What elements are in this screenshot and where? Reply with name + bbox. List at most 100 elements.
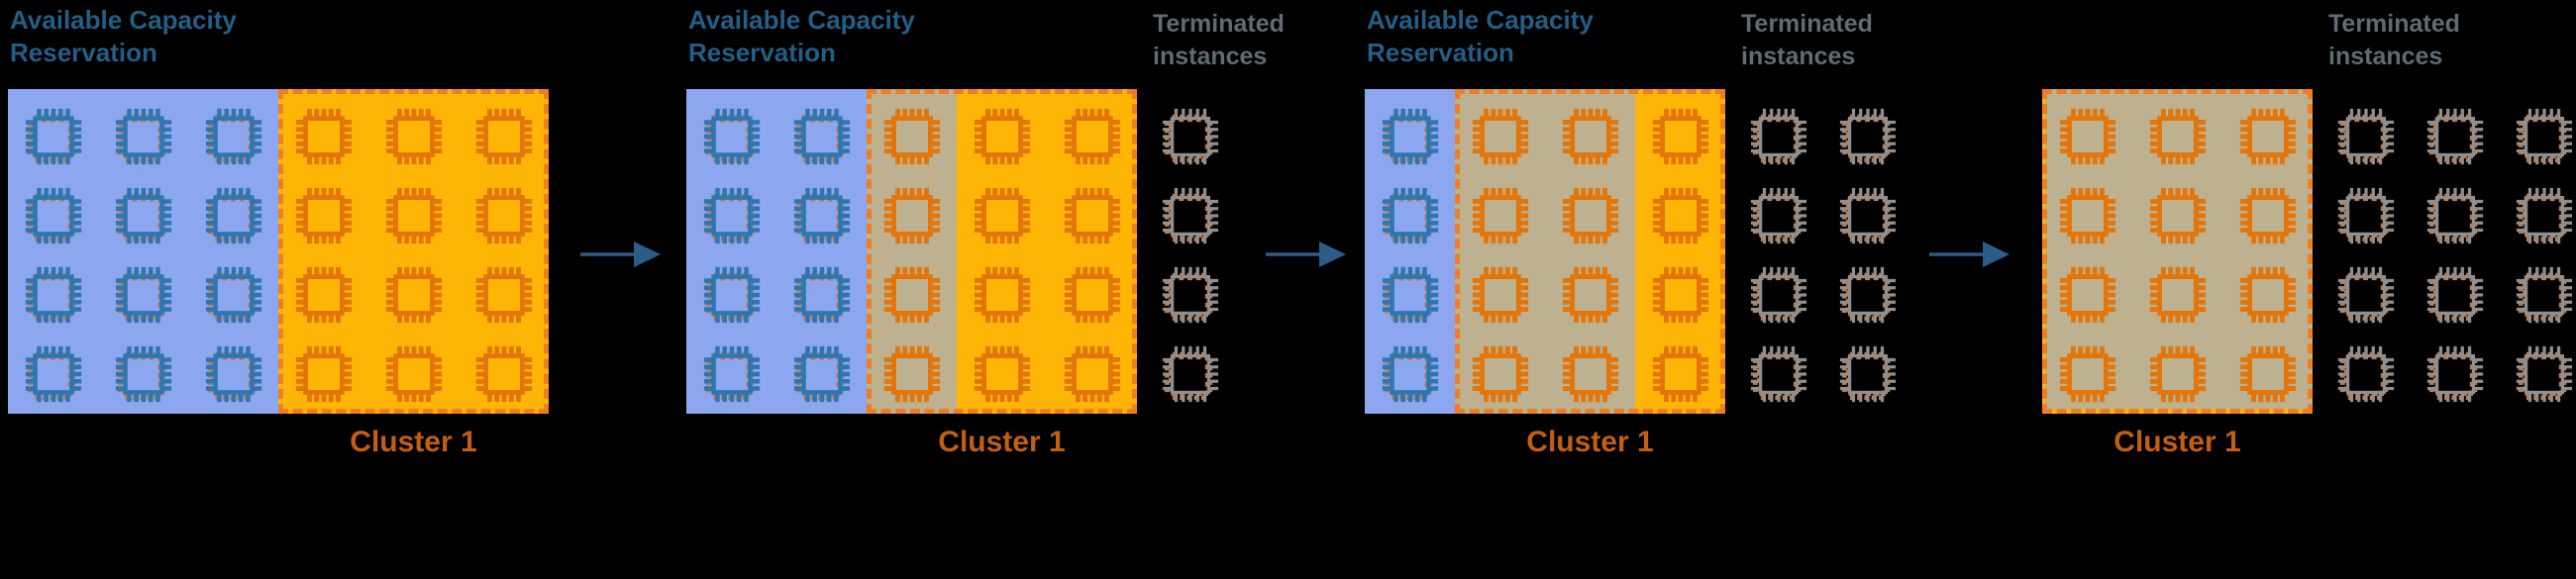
reserved-instance-chip-icon (23, 266, 81, 326)
instance-chip-grid (8, 97, 549, 414)
terminated-instance-chip-icon (1748, 345, 1807, 405)
chip-cell (2222, 97, 2313, 176)
chip-cell (1047, 255, 1137, 335)
cluster-box (1455, 89, 1725, 414)
terminated-instances-title: Terminated instances (1741, 10, 1873, 70)
terminated-instances-title: Terminated instances (2328, 10, 2460, 70)
cluster-label: Cluster 1 (2113, 426, 2241, 458)
chip-cell (2222, 176, 2313, 255)
chip-cell (957, 255, 1047, 335)
transition-arrow-icon (1266, 241, 1346, 267)
cluster-instance-chip-icon (883, 266, 940, 324)
chip-cell (1635, 97, 1725, 176)
cluster-instance-chip-icon (295, 187, 352, 244)
chip-cell (8, 97, 98, 176)
reserved-instance-chip-icon (113, 187, 171, 246)
reserved-instance-chip-icon (791, 187, 850, 246)
cluster-instance-chip-icon (295, 266, 352, 324)
chip-cell (2042, 255, 2132, 335)
chip-cell (957, 176, 1047, 255)
chip-cell (8, 335, 98, 414)
cluster-instance-chip-icon (2149, 108, 2206, 165)
chip-cell (1047, 335, 1137, 414)
cluster-instance-chip-icon (2149, 345, 2206, 403)
chip-cell (686, 97, 776, 176)
chip-cell (686, 176, 776, 255)
cluster-instance-chip-icon (974, 187, 1030, 244)
chip-cell (1545, 97, 1635, 176)
cluster-instance-chip-icon (295, 108, 352, 165)
terminated-chip-cell (1837, 335, 1926, 414)
cluster-box (867, 89, 1137, 414)
cluster-instance-chip-icon (475, 108, 532, 165)
terminated-instance-chip-icon (2335, 266, 2395, 326)
cluster-instance-chip-icon (2149, 266, 2206, 324)
terminated-instance-chip-icon (1748, 266, 1807, 326)
terminated-chip-cell (2424, 97, 2514, 176)
chip-cell (957, 335, 1047, 414)
terminated-chip-cell (1748, 335, 1837, 414)
reserved-instance-chip-icon (23, 108, 81, 167)
terminated-chip-cell (2514, 255, 2576, 335)
cluster-instance-chip-icon (1562, 345, 1618, 403)
terminated-instance-chip-icon (2424, 187, 2484, 246)
terminated-chip-cell (1160, 255, 1249, 335)
reservation-title: Available Capacity Reservation (688, 5, 915, 67)
cluster-instance-chip-icon (974, 108, 1030, 165)
chip-cell (686, 255, 776, 335)
cluster-instance-chip-icon (2059, 345, 2115, 403)
chip-cell (1635, 255, 1725, 335)
cluster-instance-chip-icon (2239, 108, 2296, 165)
chip-cell (98, 255, 188, 335)
chip-cell (776, 255, 867, 335)
chip-cell (188, 335, 278, 414)
cluster-instance-chip-icon (475, 266, 532, 324)
cluster-instance-chip-icon (1562, 266, 1618, 324)
chip-cell (867, 255, 957, 335)
cluster-instance-chip-icon (883, 108, 940, 165)
cluster-instance-chip-icon (475, 187, 532, 244)
terminated-instance-chip-icon (2424, 345, 2484, 405)
cluster-fill (278, 89, 549, 414)
terminated-chip-cell (2335, 255, 2424, 335)
chip-cell (278, 176, 368, 255)
terminated-chip-cell (1748, 255, 1837, 335)
chip-cell (459, 335, 549, 414)
reserved-instance-chip-icon (1380, 108, 1438, 167)
cluster-instance-chip-icon (1064, 187, 1120, 244)
reserved-instance-chip-icon (23, 187, 81, 246)
chip-cell (2042, 176, 2132, 255)
terminated-instance-chip-icon (2335, 345, 2395, 405)
chip-cell (368, 97, 459, 176)
terminated-chip-cell (2514, 335, 2576, 414)
chip-cell (867, 176, 957, 255)
cluster-instance-chip-icon (1562, 187, 1618, 244)
cluster-dashed-border (278, 89, 549, 414)
chip-cell (1545, 335, 1635, 414)
terminated-instance-chip-icon (1160, 108, 1219, 167)
cluster-instance-chip-icon (1472, 266, 1528, 324)
terminated-instance-chip-icon (1160, 266, 1219, 326)
terminated-instance-chip-icon (1837, 187, 1897, 246)
chip-cell (368, 176, 459, 255)
chip-cell (867, 97, 957, 176)
chip-cell (1455, 335, 1545, 414)
terminated-instance-chip-icon (1837, 266, 1897, 326)
chip-cell (459, 176, 549, 255)
reservation-title: Available Capacity Reservation (1367, 5, 1594, 67)
chip-cell (1635, 335, 1725, 414)
terminated-chip-cell (1837, 255, 1926, 335)
reserved-instance-chip-icon (203, 187, 261, 246)
reserved-instance-chip-icon (203, 345, 261, 405)
terminated-instance-chip-icon (2514, 187, 2573, 246)
chip-cell (1455, 97, 1545, 176)
chip-cell (1455, 255, 1545, 335)
terminated-chip-grid (1748, 97, 1926, 414)
cluster-label: Cluster 1 (1526, 426, 1654, 458)
terminated-instance-chip-icon (2424, 108, 2484, 167)
terminated-instance-chip-icon (2335, 187, 2395, 246)
overlap-region (867, 89, 957, 414)
chip-cell (776, 176, 867, 255)
